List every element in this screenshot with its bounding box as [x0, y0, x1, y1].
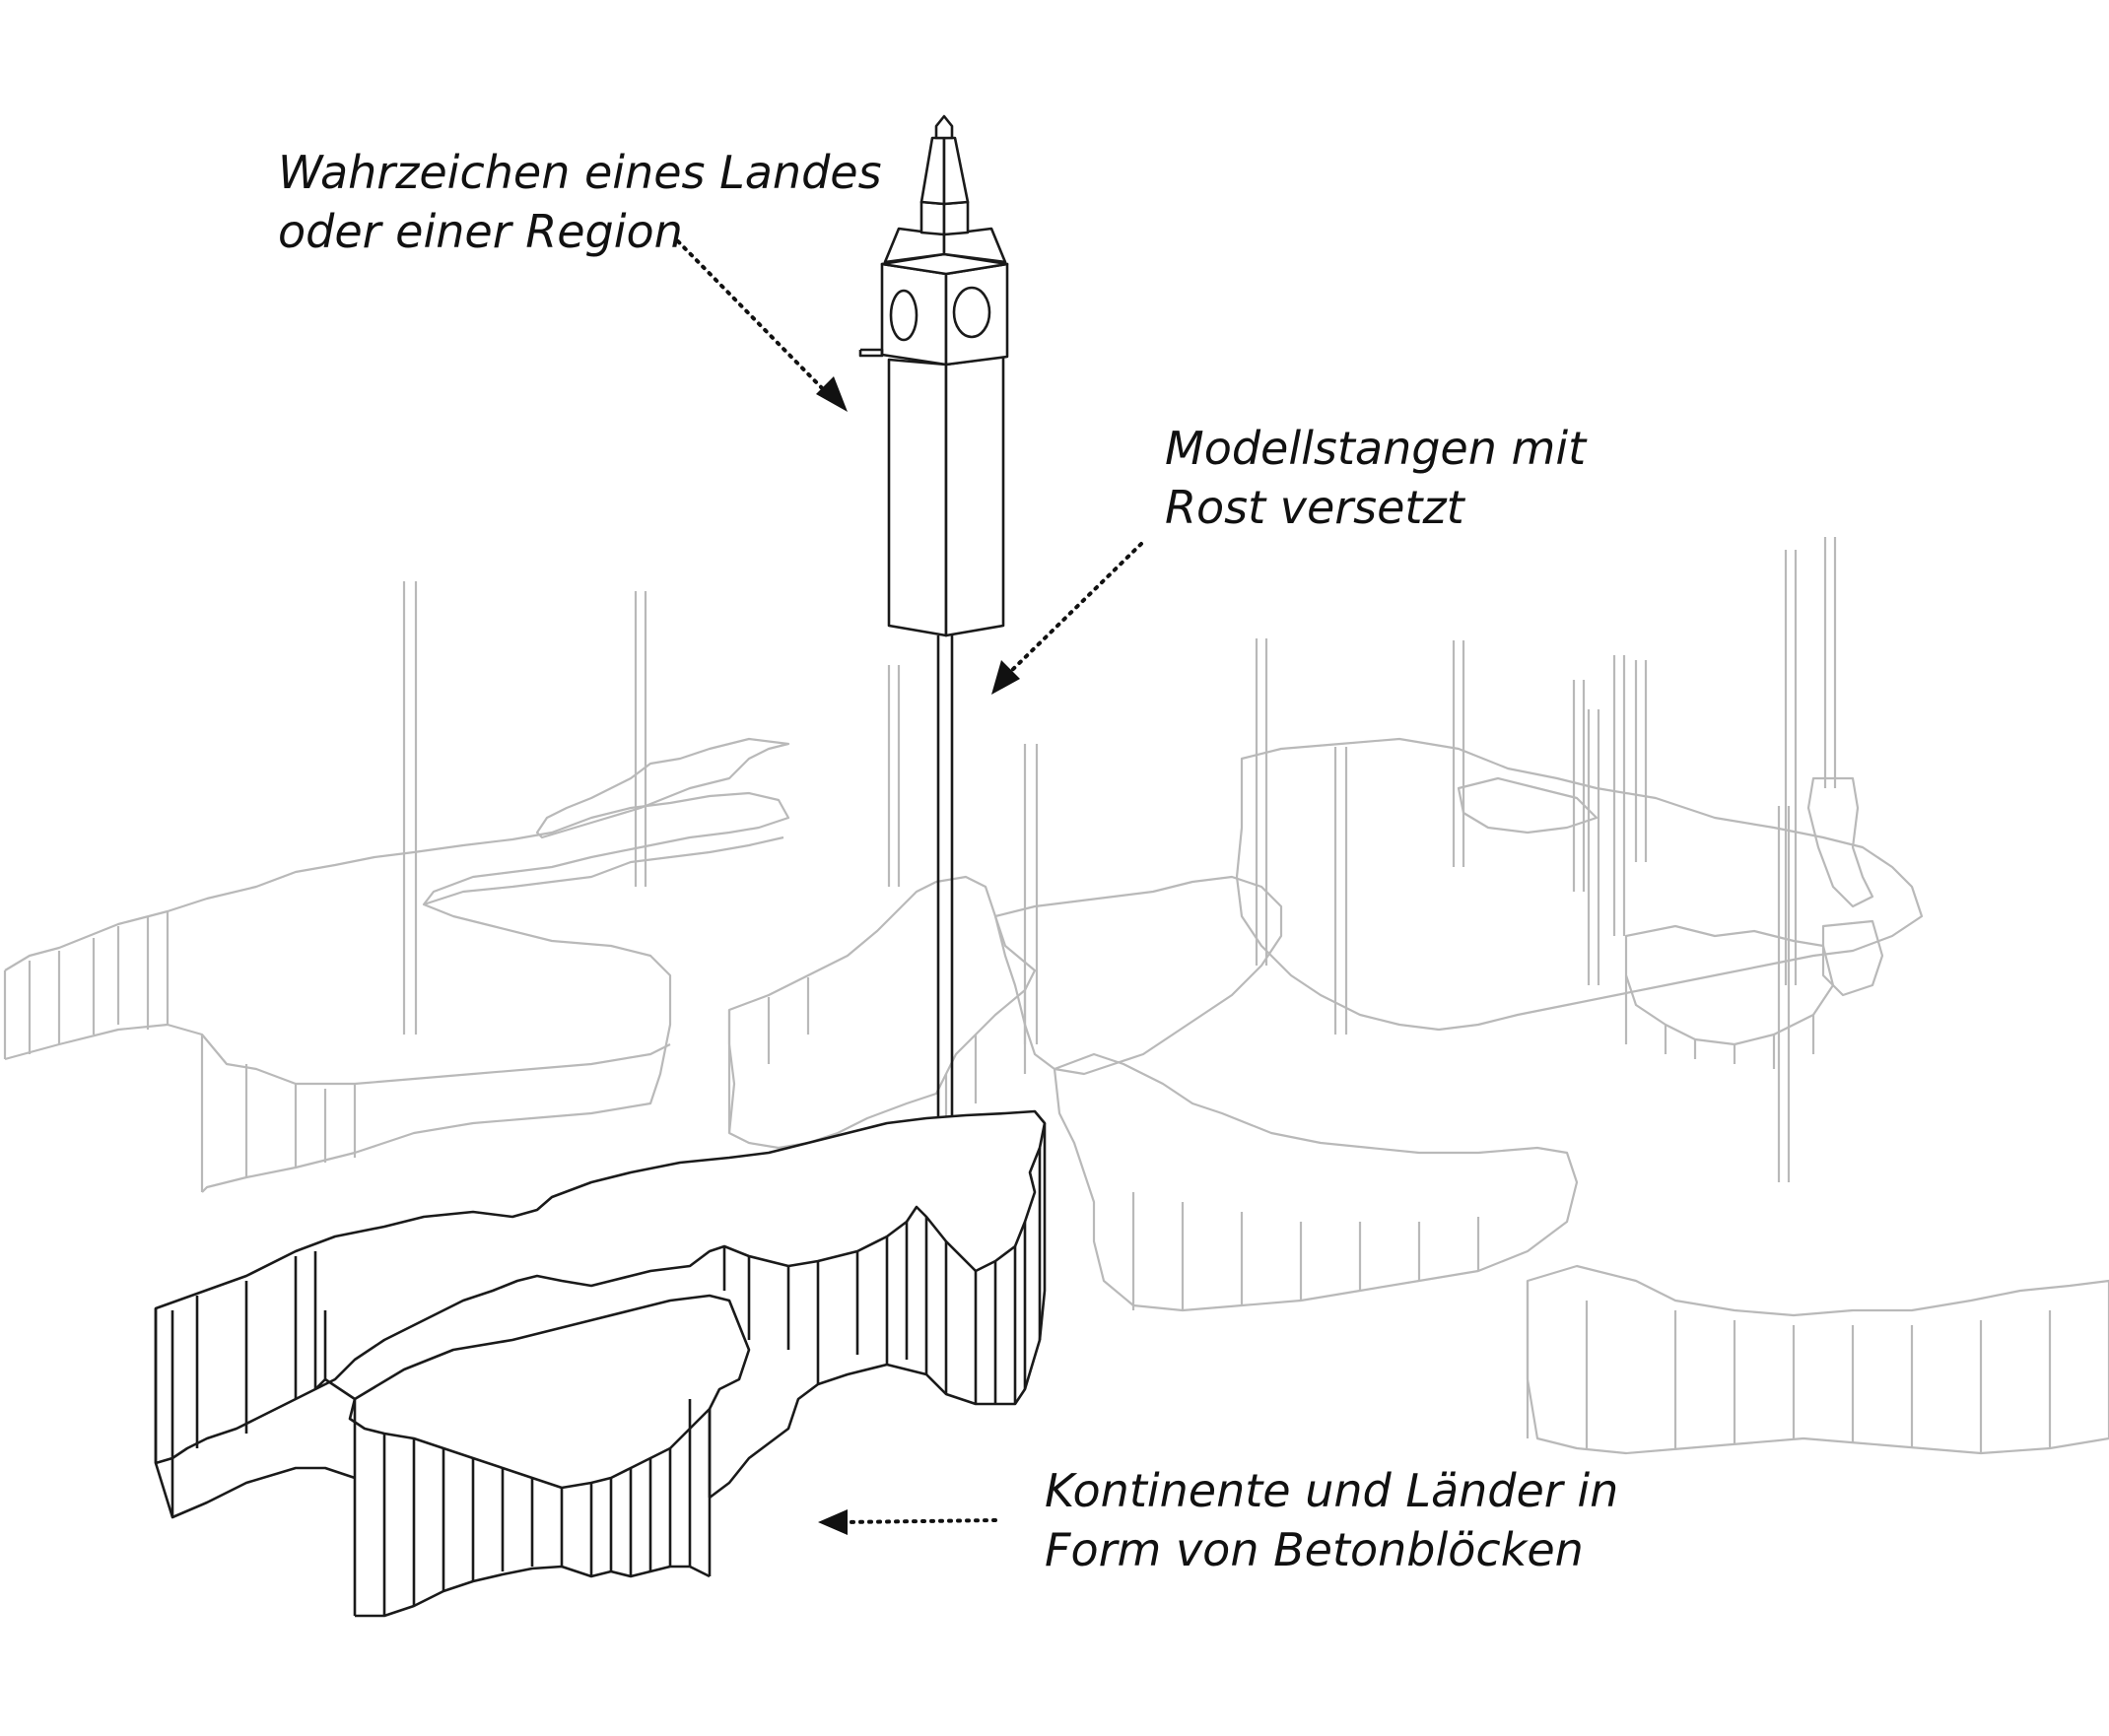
label-landmark-line-2: oder einer Region: [278, 205, 683, 258]
clock-tower-flag: [858, 348, 884, 358]
ghost-continents: [3, 537, 2109, 1455]
clock-tower-shaft-front: [887, 358, 948, 637]
clock-tower-belfry-side: [942, 200, 970, 236]
ghost-landmass-north-west: [535, 737, 790, 839]
ghost-continent-east: [1526, 1264, 2109, 1455]
arrow-to-blocks-head: [818, 1509, 848, 1535]
label-rods-line-2: Rost versetzt: [1165, 481, 1464, 534]
annotation-arrows: [676, 239, 1143, 1535]
clock-tower-shaft-side: [944, 355, 1005, 637]
arrow-to-blocks-line: [844, 1518, 997, 1524]
landmass-bottom-outline: [154, 1123, 1047, 1618]
ghost-landmass-far-east: [1806, 776, 1874, 908]
ghost-landmass-north-east-2: [1457, 776, 1599, 835]
ghost-landmass-far-east-2: [1821, 919, 1884, 997]
label-rods: Modellstangen mit Rost versetzt: [1165, 419, 1586, 537]
label-blocks-line-2: Form von Betonblöcken: [1045, 1523, 1584, 1576]
ghost-landmass-north-east: [1235, 737, 1924, 1032]
clock-tower-spire-tip: [934, 114, 954, 140]
clock-tower-belfry-front: [919, 200, 946, 236]
clock-tower-roof-side: [942, 227, 1007, 264]
label-blocks: Kontinente und Länder in Form von Betonb…: [1045, 1461, 1618, 1579]
ghost-landmass-center-north: [993, 875, 1283, 1076]
ghost-continent-middle-top: [727, 875, 1037, 1150]
arrow-to-landmark-line: [676, 239, 830, 396]
landmass-side-faces: [154, 1148, 1042, 1616]
label-rods-line-1: Modellstangen mit: [1165, 422, 1587, 475]
landmass-island-connector: [314, 1377, 712, 1567]
clock-face-front-icon: [889, 289, 918, 342]
clock-tower-spire-front: [919, 136, 946, 206]
ghost-continent-east-sides: [1526, 1281, 2052, 1453]
landmass-top-outline: [154, 1109, 1047, 1465]
label-landmark-line-1: Wahrzeichen eines Landes: [278, 146, 882, 199]
ghost-continent-middle-sides: [727, 977, 1027, 1143]
arrow-to-rods-line: [1005, 542, 1143, 677]
clock-face-side-icon: [952, 286, 991, 339]
model-rod-with-landmark: [858, 114, 1009, 1148]
ghost-continent-africa: [1053, 1052, 1579, 1312]
ghost-landmass-east-blocks: [1624, 924, 1835, 1046]
label-landmark: Wahrzeichen eines Landes oder einer Regi…: [278, 143, 882, 261]
label-blocks-line-1: Kontinente und Länder in: [1045, 1464, 1619, 1517]
ghost-continent-africa-sides: [1131, 1192, 1480, 1310]
arrow-to-rods-head: [991, 660, 1020, 695]
arrow-to-landmark-head: [816, 376, 848, 412]
clock-tower-spire-side: [942, 136, 970, 206]
ghost-continent-west-top: [4, 791, 790, 1193]
ghost-landmass-north-strip: [423, 835, 784, 906]
ghost-continent-west-bottom: [4, 1023, 671, 1086]
concrete-block-landmass: [154, 1109, 1047, 1618]
ghost-landmass-east-blocks-sides: [1624, 975, 1815, 1069]
ghost-continent-west-sides: [3, 911, 357, 1192]
